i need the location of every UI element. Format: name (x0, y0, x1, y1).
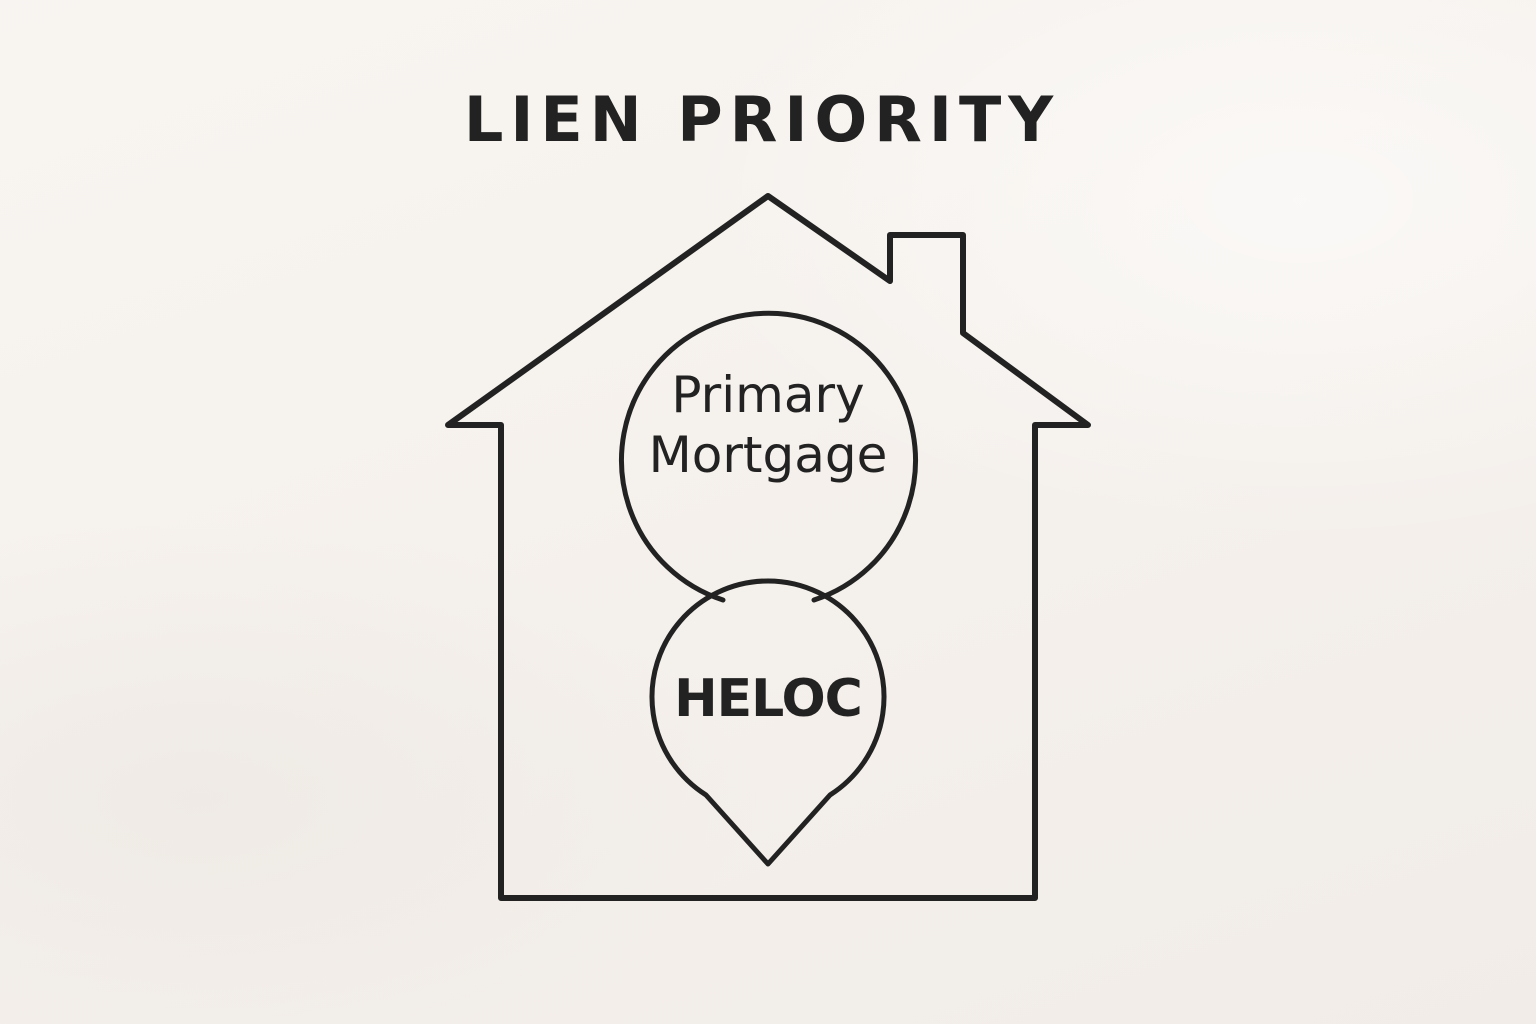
primary-mortgage-label-line1: Primary (671, 366, 864, 424)
primary-mortgage-label-line2: Mortgage (649, 426, 888, 484)
house-icon (445, 193, 1091, 901)
heloc-label: HELOC (674, 669, 862, 729)
primary-mortgage-pin-icon (619, 310, 918, 603)
diagram-title: LIEN PRIORITY (464, 83, 1060, 156)
heloc-pin-icon (649, 578, 887, 867)
